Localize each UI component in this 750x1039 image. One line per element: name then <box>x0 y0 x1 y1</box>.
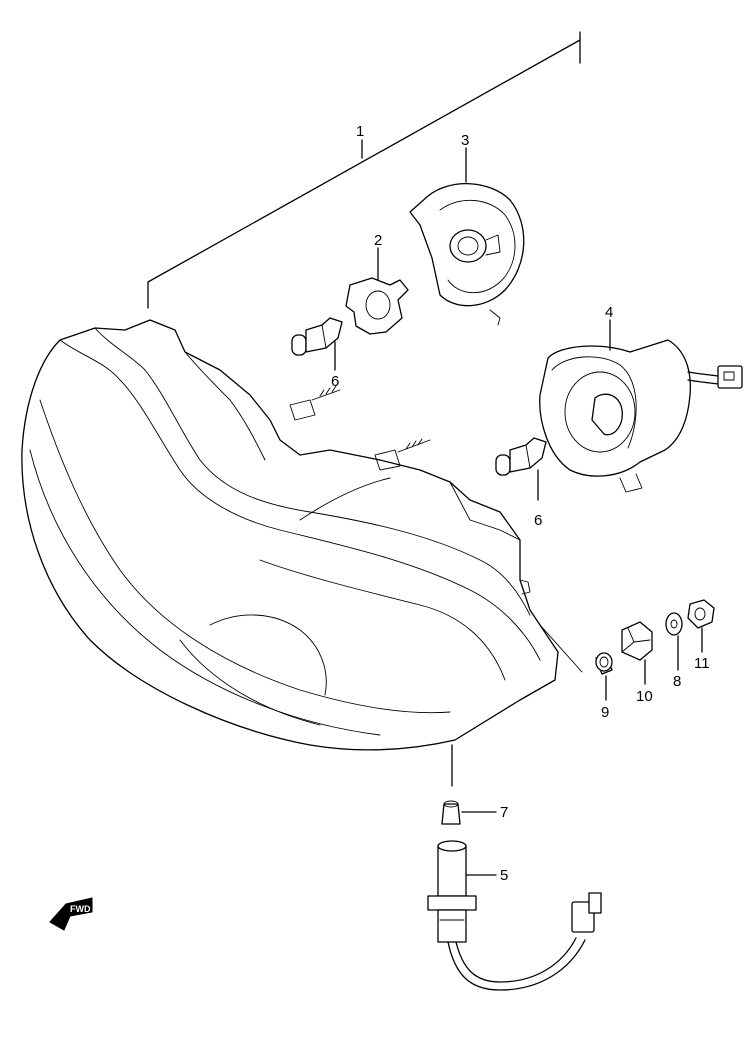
callout-3: 3 <box>461 132 469 149</box>
callout-5: 5 <box>500 867 508 884</box>
fwd-label: FWD <box>70 904 91 914</box>
callout-6-upper: 6 <box>331 373 339 390</box>
callout-7: 7 <box>500 804 508 821</box>
bulb-holder-clip <box>345 247 409 335</box>
callout-labels: 1 2 3 4 5 6 6 7 8 9 10 11 <box>331 123 710 884</box>
forward-direction-arrow: FWD <box>49 897 93 931</box>
headlight-housing <box>21 319 559 751</box>
callout-9: 9 <box>601 704 609 721</box>
callout-10: 10 <box>636 688 653 705</box>
callout-2: 2 <box>374 232 382 249</box>
callout-1: 1 <box>356 123 364 140</box>
bulb-upper <box>291 317 343 371</box>
callout-8: 8 <box>673 673 681 690</box>
callout-4: 4 <box>605 304 613 321</box>
callout-11: 11 <box>694 655 710 672</box>
callout-6-lower: 6 <box>534 512 542 529</box>
socket-harness <box>427 840 602 991</box>
mounting-hardware <box>539 599 715 701</box>
position-bulb <box>441 744 497 825</box>
leader-assembly-1 <box>147 31 581 309</box>
socket-cover-ring <box>409 147 525 326</box>
bulb-lower <box>495 437 547 501</box>
socket-cover-with-connector <box>539 319 743 493</box>
